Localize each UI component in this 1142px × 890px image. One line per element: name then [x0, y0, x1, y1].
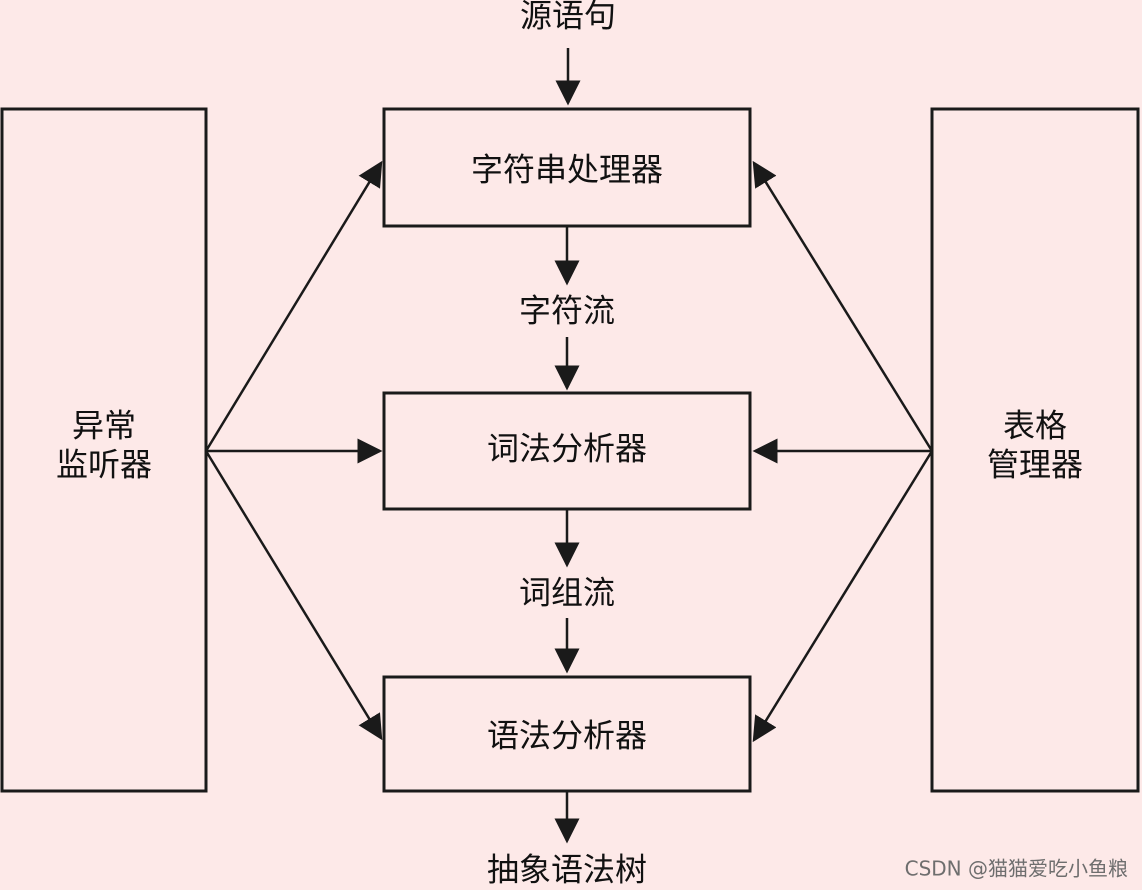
lexer-box: 词法分析器 [382, 391, 752, 511]
table-manager-box: 表格 管理器 [930, 107, 1140, 793]
arrow-table-manager-to-string-processor [752, 160, 934, 452]
table-manager-label-line1: 表格 [1003, 407, 1067, 445]
arrow-exception-listener-to-parser [204, 450, 383, 741]
exception-listener-box: 异常 监听器 [0, 107, 208, 793]
arrow-table-manager-to-parser [752, 450, 934, 743]
exception-listener-label-line2: 监听器 [56, 446, 152, 484]
string-processor-label: 字符串处理器 [471, 151, 663, 189]
ast-output-label: 抽象语法树 [487, 851, 647, 889]
arrow-exception-listener-to-string-processor [204, 160, 383, 452]
parser-label: 语法分析器 [487, 717, 647, 755]
source-sentence-label: 源语句 [520, 0, 616, 35]
exception-listener-label-line1: 异常 [72, 407, 136, 445]
parser-box: 语法分析器 [382, 675, 752, 793]
string-processor-box: 字符串处理器 [382, 107, 752, 228]
csdn-watermark: CSDN @猫猫爱吃小鱼粮 [905, 857, 1128, 881]
table-manager-label-line2: 管理器 [987, 446, 1083, 484]
char-stream-label: 字符流 [519, 292, 615, 330]
token-stream-label: 词组流 [519, 574, 615, 612]
lexer-label: 词法分析器 [487, 430, 647, 468]
